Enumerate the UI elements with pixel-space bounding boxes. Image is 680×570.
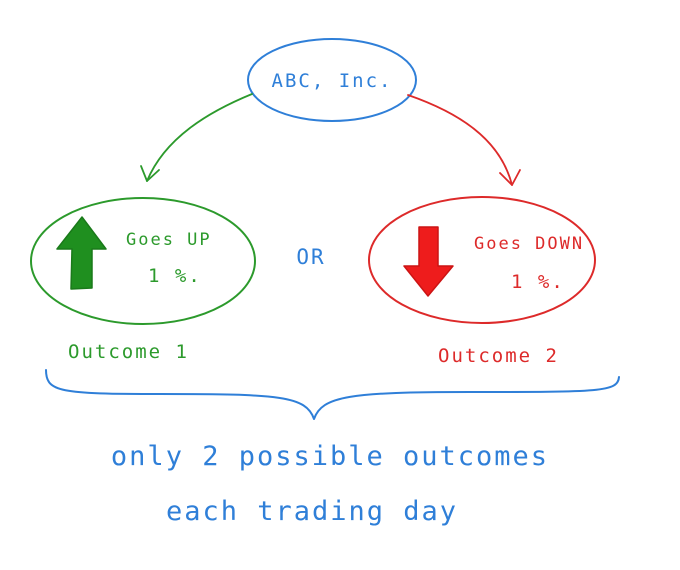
- outcome-up-caption: Outcome 1: [68, 341, 189, 363]
- connector-up-arrowhead-icon: [140, 165, 160, 182]
- outcome-down-node: [368, 196, 596, 324]
- outcome-down-line1: Goes DOWN: [474, 234, 584, 254]
- outcome-down-caption: Outcome 2: [438, 345, 559, 367]
- up-arrow-icon: [56, 216, 107, 290]
- summary-line1: only 2 possible outcomes: [111, 441, 549, 472]
- outcome-down-line2: 1 %.: [511, 271, 565, 293]
- outcome-up-line1: Goes UP: [126, 230, 212, 250]
- outcome-up-node: [30, 197, 256, 325]
- connector-to-outcome-up: [146, 93, 253, 182]
- connector-to-outcome-down: [407, 94, 513, 186]
- grouping-brace: [45, 369, 620, 420]
- connector-down-arrowhead-icon: [499, 169, 521, 186]
- summary-line2: each trading day: [166, 496, 458, 527]
- company-node: [247, 38, 417, 122]
- outcome-up-line2: 1 %.: [148, 265, 202, 287]
- company-label: ABC, Inc.: [272, 70, 393, 92]
- or-separator: OR: [296, 245, 325, 269]
- down-arrow-icon: [403, 226, 454, 297]
